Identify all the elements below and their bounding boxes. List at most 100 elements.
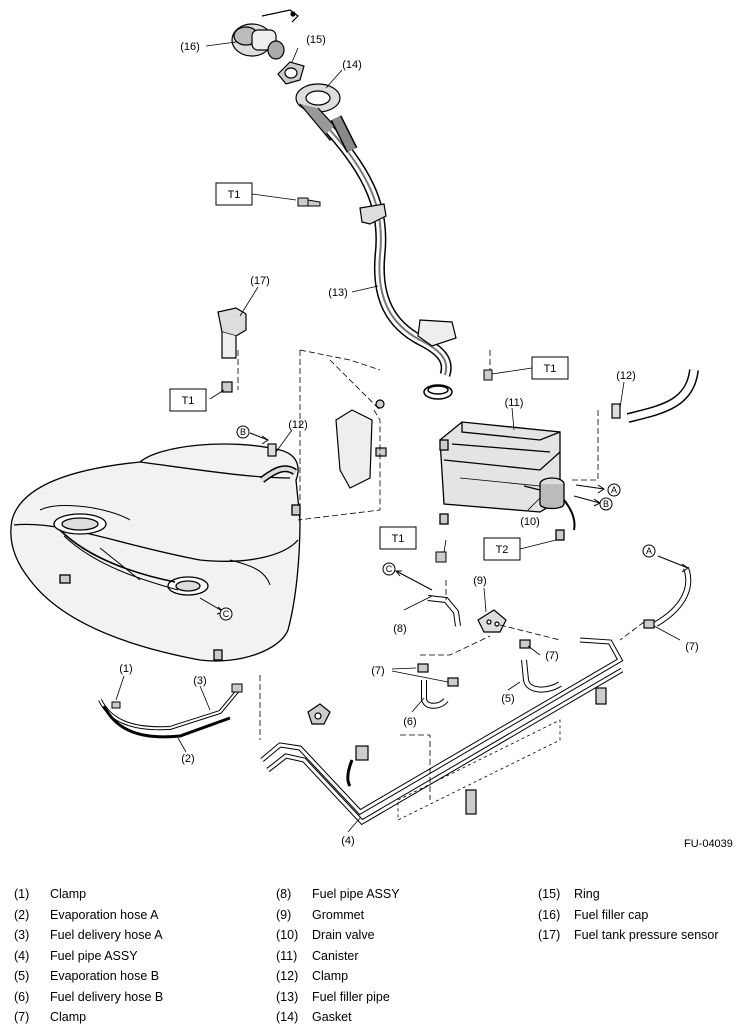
callout-12-right: (12)	[616, 370, 636, 382]
legend-column-3: (15)Ring (16) Fuel filler cap (17) Fuel ta…	[538, 884, 719, 946]
callout-7-mid: (7)	[545, 650, 558, 662]
legend-part-name: Fuel tank pressure sensor	[574, 928, 719, 942]
connector-c-pipe: C	[382, 562, 396, 576]
callout-4: (4)	[341, 835, 354, 847]
ring-drawing	[277, 61, 305, 85]
fuel-filler-cap-drawing	[231, 9, 299, 60]
torque-box-t1-left: T1	[169, 388, 207, 412]
torque-label-t1: T1	[392, 533, 405, 545]
callout-16: (16)	[180, 41, 200, 53]
torque-box-t2: T2	[483, 537, 521, 561]
callout-1: (1)	[119, 663, 132, 675]
legend-number: (10)	[276, 928, 299, 942]
callout-5: (5)	[501, 693, 514, 705]
legend-column-1: (1)Clamp (2)Evaporation hose A (3)Fuel d…	[14, 884, 163, 1028]
legend-number: (4)	[14, 948, 30, 963]
legend-item: (15)Ring	[538, 884, 719, 905]
legend-part-name: Clamp	[312, 969, 349, 983]
callout-8: (8)	[393, 623, 406, 635]
callout-10: (10)	[520, 516, 540, 528]
torque-label-t2: T2	[496, 544, 509, 556]
connector-b-left: B	[236, 425, 250, 439]
legend-column-2: (8)Fuel pipe ASSY (9)Grommet (10) Drain v…	[276, 884, 400, 1028]
legend-part-name: Fuel pipe ASSY	[50, 948, 138, 963]
parts-legend: (1)Clamp (2)Evaporation hose A (3)Fuel d…	[0, 884, 748, 1034]
legend-part-name: Fuel filler pipe	[312, 989, 390, 1004]
torque-label-t1: T1	[182, 395, 195, 407]
bolt-t1-upper	[297, 197, 321, 207]
fuel-pipe-8-drawing	[427, 551, 461, 627]
torque-label-t1: T1	[544, 363, 557, 375]
legend-number: (5)	[14, 969, 30, 983]
connector-a-label: A	[611, 485, 617, 495]
legend-item: (4) Fuel pipe ASSY	[14, 946, 163, 967]
connector-b-canister: B	[599, 497, 613, 511]
legend-item: (2)Evaporation hose A	[14, 905, 163, 926]
legend-part-name: Drain valve	[312, 928, 375, 942]
legend-part-name: Evaporation hose B	[50, 969, 160, 983]
exploded-parts-diagram: T1 T1 T1 T1 T2 B A B C C A (16) (15	[10, 9, 699, 847]
dashed-leader-lines	[237, 349, 645, 800]
legend-number: (11)	[276, 948, 298, 963]
connector-a-right: A	[642, 544, 656, 558]
hoses-5-6	[421, 659, 562, 709]
protector-bracket	[335, 399, 387, 489]
legend-number: (3)	[14, 928, 30, 942]
figure-code: FU-04039	[684, 838, 733, 850]
callout-9: (9)	[473, 575, 486, 587]
legend-number: (8)	[276, 887, 292, 901]
legend-item: (10) Drain valve	[276, 925, 400, 946]
legend-number: (16)	[538, 907, 561, 922]
legend-part-name: Clamp	[50, 887, 87, 901]
legend-part-name: Canister	[312, 948, 359, 963]
legend-item: (17) Fuel tank pressure sensor	[538, 925, 719, 946]
canister-hose-right	[611, 369, 699, 423]
legend-part-name: Fuel delivery hose A	[50, 928, 163, 942]
bolt-t1-right	[483, 369, 493, 381]
fuel-tank-drawing	[10, 443, 301, 662]
legend-number: (2)	[14, 907, 30, 922]
legend-item: (14) Gasket	[276, 1007, 400, 1028]
legend-number: (17)	[538, 928, 561, 942]
legend-part-name: Gasket	[312, 1010, 352, 1024]
legend-item: (6)Fuel delivery hose B	[14, 987, 163, 1008]
legend-number: (13)	[276, 989, 299, 1004]
callout-14: (14)	[342, 59, 362, 71]
callout-11: (11)	[505, 397, 524, 409]
torque-box-t1-upper: T1	[215, 182, 253, 206]
evap-and-delivery-hoses	[98, 683, 243, 739]
connector-a-canister: A	[607, 483, 621, 497]
connector-c-label: C	[223, 609, 230, 619]
legend-item: (7) Clamp	[14, 1007, 163, 1028]
connector-a-label: A	[646, 546, 652, 556]
legend-part-name: Fuel delivery hose B	[50, 989, 164, 1004]
connector-c-label: C	[386, 564, 393, 574]
legend-number: (9)	[276, 907, 292, 922]
callout-7-center: (7)	[371, 665, 384, 677]
legend-item: (5) Evaporation hose B	[14, 966, 163, 987]
torque-box-t1-right: T1	[531, 356, 569, 380]
legend-number: (12)	[276, 969, 299, 983]
filler-clamp	[423, 384, 453, 400]
grommet-drawing	[477, 609, 507, 633]
torque-label-t1: T1	[228, 189, 241, 201]
legend-part-name: Clamp	[50, 1010, 87, 1024]
callout-3: (3)	[193, 675, 206, 687]
gasket-drawing	[295, 83, 341, 141]
legend-item: (8)Fuel pipe ASSY	[276, 884, 400, 905]
callout-17: (17)	[250, 275, 270, 287]
legend-item: (9)Grommet	[276, 905, 400, 926]
fuel-pipe-assy-drawing	[260, 637, 624, 826]
legend-part-name: Fuel filler cap	[574, 907, 649, 922]
connector-b-label: B	[603, 499, 609, 509]
legend-number: (7)	[14, 1010, 30, 1024]
callout-2: (2)	[181, 753, 194, 765]
callout-leaders	[115, 41, 681, 833]
legend-item: (12) Clamp	[276, 966, 400, 987]
legend-number: (14)	[276, 1010, 299, 1024]
callout-13: (13)	[328, 287, 348, 299]
torque-box-t1-lower: T1	[379, 526, 417, 550]
tank-vent-hose	[259, 443, 298, 483]
connector-arrows	[199, 432, 689, 615]
legend-part-name: Ring	[574, 887, 600, 901]
